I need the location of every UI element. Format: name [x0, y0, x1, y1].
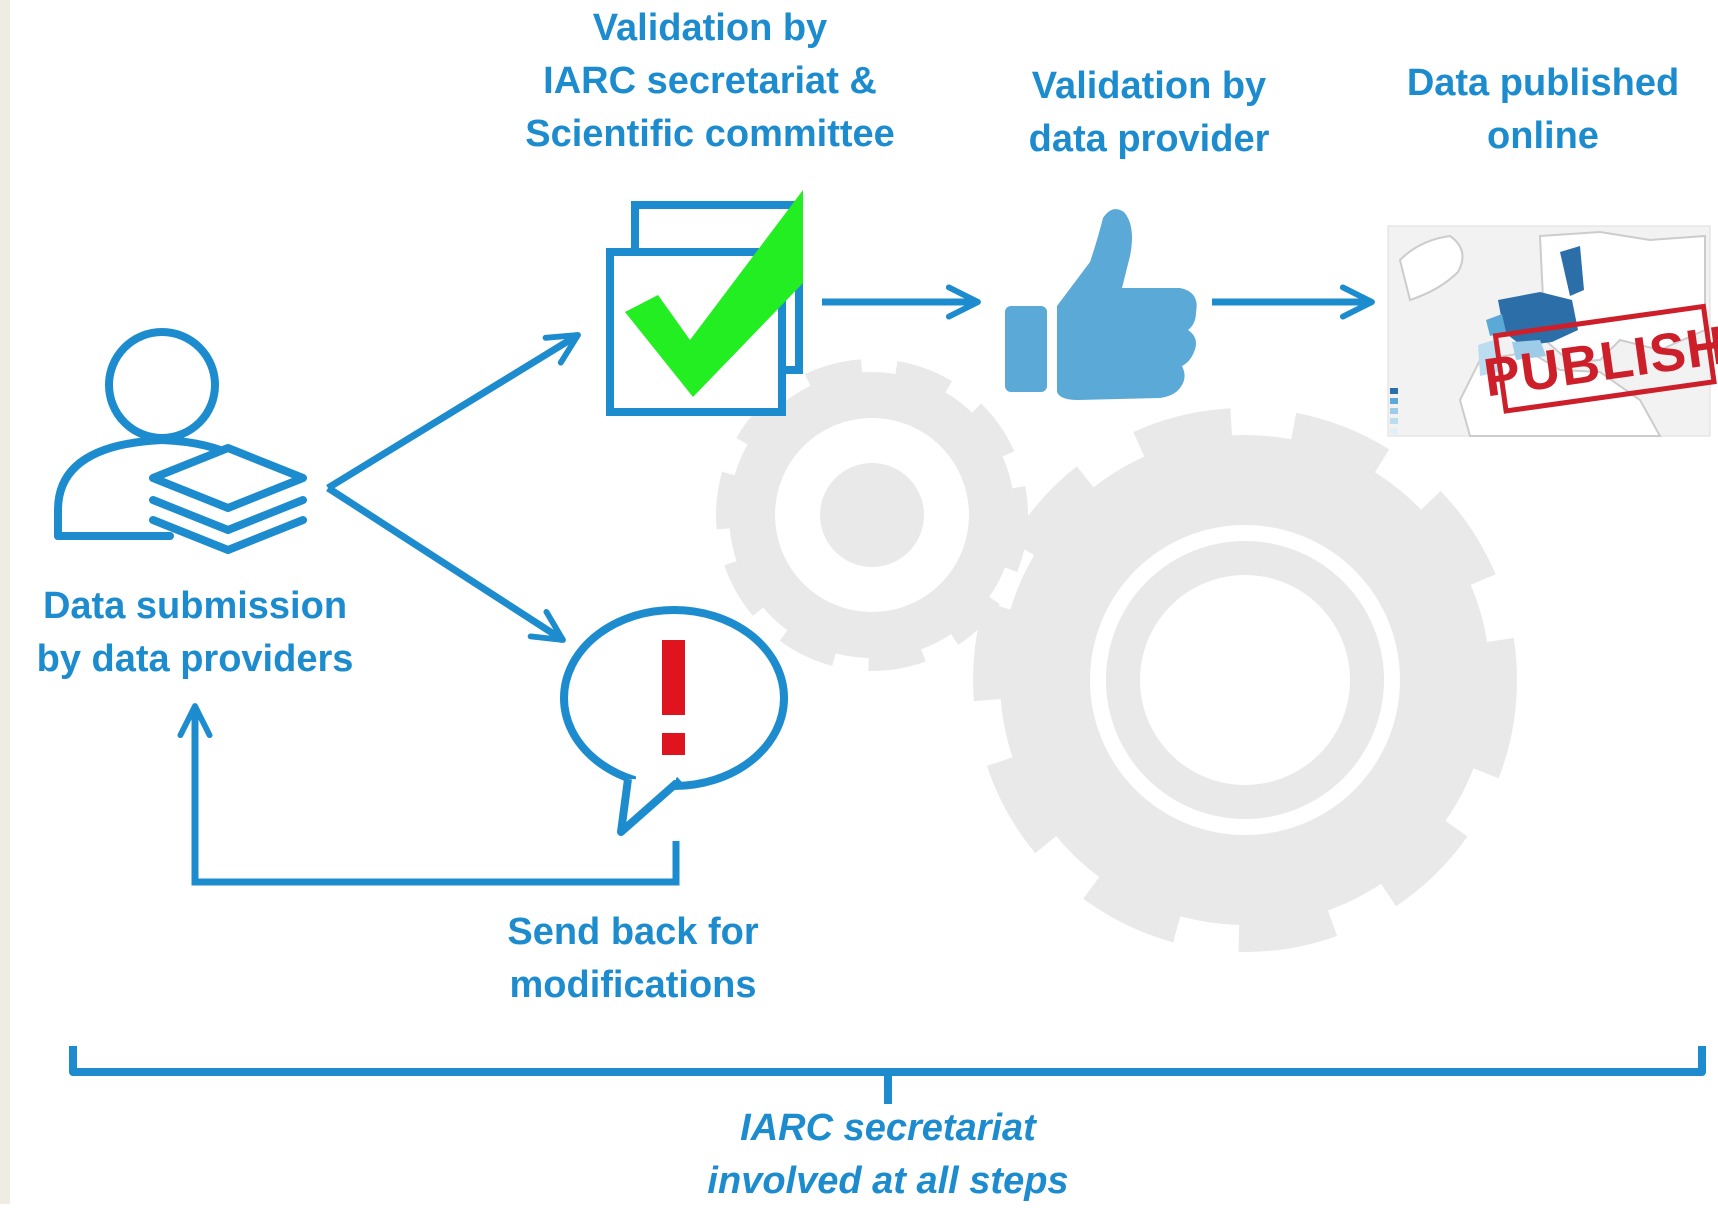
- left-margin-strip: [0, 0, 10, 1204]
- data-submission-label: Data submission by data providers: [37, 580, 354, 686]
- data-published-label-line-1: Data published: [1406, 62, 1680, 104]
- thumbs-up-icon: [1005, 209, 1197, 400]
- send-back-label-line-2: modifications: [509, 964, 757, 1006]
- validation-provider-label: Validation by data provider: [1029, 60, 1270, 166]
- return-to-submission-arrow: [177, 703, 680, 886]
- submission-split-arrows: [326, 332, 581, 643]
- send-back-label: Send back for modifications: [507, 906, 758, 1012]
- validation-iarc-label: Validation by IARC secretariat & Scienti…: [525, 2, 895, 161]
- validation-provider-label-line-2: data provider: [1028, 118, 1270, 160]
- user-data-stack-icon: [54, 328, 307, 554]
- gear-small-icon: [716, 359, 1028, 671]
- data-submission-label-line-1: Data submission: [42, 585, 348, 627]
- alert-speech-bubble-icon: [560, 606, 788, 836]
- data-published-label-line-2: online: [1487, 115, 1599, 157]
- published-map-icon: PUBLISH: [1387, 225, 1718, 437]
- validation-iarc-label-line-1: Validation by: [592, 7, 828, 49]
- iarc-involved-caption-line-1: IARC secretariat: [740, 1107, 1036, 1149]
- iarc-involved-caption-line-2: involved at all steps: [707, 1160, 1069, 1202]
- all-steps-bracket: [69, 1046, 1706, 1104]
- checked-documents-icon: [606, 190, 803, 416]
- send-back-label-line-1: Send back for: [507, 911, 759, 953]
- validation-iarc-label-line-2: IARC secretariat &: [543, 60, 877, 102]
- iarc-involved-caption: IARC secretariat involved at all steps: [707, 1102, 1068, 1208]
- gear-large-icon: [973, 408, 1517, 952]
- data-published-label: Data published online: [1407, 57, 1679, 163]
- validation-provider-label-line-1: Validation by: [1031, 65, 1267, 107]
- validation-iarc-label-line-3: Scientific committee: [525, 113, 895, 155]
- data-submission-label-line-2: by data providers: [36, 638, 354, 680]
